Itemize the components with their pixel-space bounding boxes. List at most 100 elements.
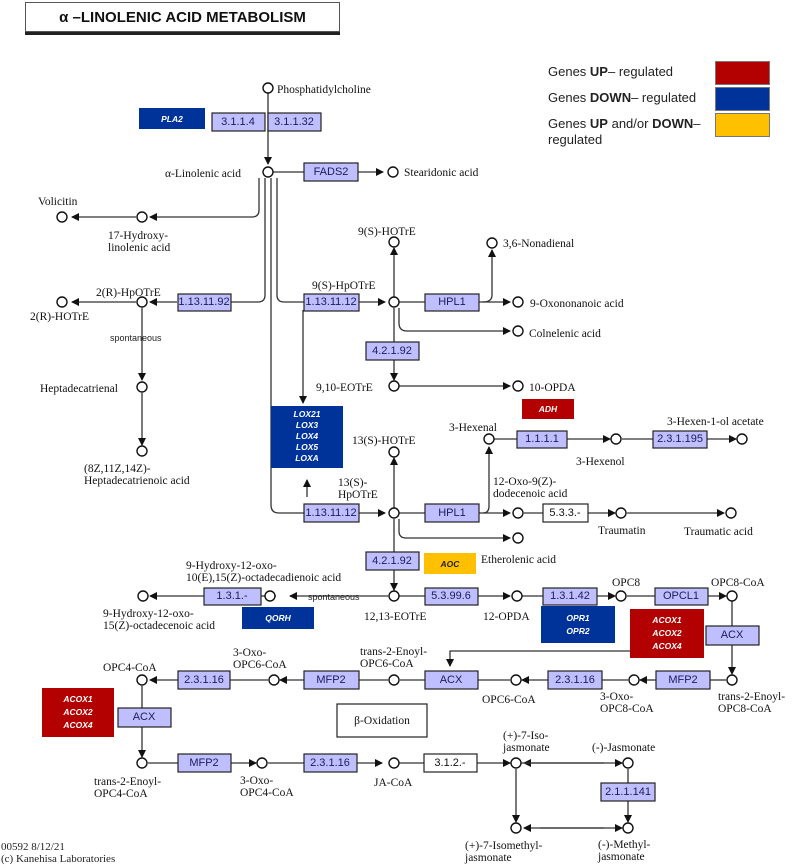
enzyme-1-13-11-12-a[interactable]: 1.13.11.12: [303, 293, 360, 312]
enzyme-5-3-99-6[interactable]: 5.3.99.6: [424, 587, 479, 606]
compound-hexenal-node[interactable]: [483, 433, 495, 445]
enzyme-mfp2-b[interactable]: MFP2: [303, 670, 360, 690]
compound-traumatic-node[interactable]: [725, 507, 737, 519]
enzyme-2-3-1-16-c[interactable]: 2.3.1.16: [303, 753, 358, 773]
enzyme-3-1-1-4[interactable]: 3.1.1.4: [211, 112, 266, 132]
compound-oxo-opc6-node[interactable]: [268, 674, 280, 686]
compound-trans2enoyl-opc8-node[interactable]: [726, 674, 738, 686]
gene-box-opr[interactable]: OPR1 OPR2: [541, 606, 615, 643]
compound-traumatin-node[interactable]: [615, 507, 627, 519]
svg-text:4.2.1.92: 4.2.1.92: [372, 345, 412, 357]
enzyme-2-1-1-141[interactable]: 2.1.1.141: [600, 782, 656, 802]
compound-opda12-node[interactable]: [511, 590, 523, 602]
footer-map-id: 00592 8/12/21: [1, 841, 65, 853]
compound-trans2enoyl-opc6-node[interactable]: [388, 674, 400, 686]
compound-oxododecenoic-node[interactable]: [512, 507, 524, 519]
compound-isomethyl-node[interactable]: [510, 822, 522, 834]
enzyme-3-1-2[interactable]: 3.1.2.-: [423, 753, 478, 773]
enzyme-1-13-11-92[interactable]: 1.13.11.92: [177, 293, 232, 312]
compound-opc8coa-node[interactable]: [726, 590, 738, 602]
compound-hydroxyoxo-ene-node[interactable]: [137, 590, 149, 602]
label-volicitin: Volicitin: [38, 196, 78, 208]
label-hydroxyoxo-diene-a: 9-Hydroxy-12-oxo-: [186, 560, 277, 572]
compound-jacoa-node[interactable]: [388, 757, 400, 769]
compound-opc8-node[interactable]: [615, 590, 627, 602]
compound-jasmonate-node[interactable]: [622, 757, 634, 769]
enzyme-2-3-1-16-a[interactable]: 2.3.1.16: [547, 670, 603, 690]
label-oxododecenoic-b: dodecenoic acid: [493, 488, 568, 500]
compound-methyljas-node[interactable]: [622, 822, 634, 834]
compound-opc4coa-node[interactable]: [136, 674, 148, 686]
compound-heptadecatrienal-node[interactable]: [136, 381, 148, 393]
compound-opda10-node[interactable]: [512, 380, 524, 392]
compound-alpha-linolenic-node[interactable]: [262, 166, 274, 178]
label-hotre13s: 13(S)-HOTrE: [352, 435, 415, 447]
compound-colnelenic-node[interactable]: [512, 325, 524, 337]
enzyme-5-3-3[interactable]: 5.3.3.-: [542, 503, 589, 523]
enzyme-hpl1-b[interactable]: HPL1: [424, 503, 480, 523]
compound-opc6coa-node[interactable]: [510, 674, 522, 686]
enzyme-acx-1[interactable]: ACX: [705, 625, 760, 646]
compound-hpotre9s-node[interactable]: [388, 296, 400, 308]
compound-oxo-opc8-node[interactable]: [628, 674, 640, 686]
svg-text:1.1.1.1: 1.1.1.1: [525, 433, 559, 445]
footer-copyright: (c) Kanehisa Laboratories: [1, 853, 115, 865]
gene-box-aoc[interactable]: AOC: [424, 553, 476, 574]
legend-both-swatch: [715, 113, 770, 137]
compound-hotre13s-node[interactable]: [388, 446, 400, 458]
compound-hotre2r-node[interactable]: [56, 296, 68, 308]
compound-phosphatidylcholine-node[interactable]: [262, 82, 274, 94]
enzyme-fads2[interactable]: FADS2: [303, 162, 359, 182]
compound-hexenol-acetate-node[interactable]: [736, 433, 748, 445]
svg-text:β-Oxidation: β-Oxidation: [354, 715, 410, 727]
gene-box-lox[interactable]: LOX21 LOX3 LOX4 LOX5 LOXA: [271, 406, 343, 468]
enzyme-hpl1-a[interactable]: HPL1: [424, 293, 480, 312]
enzyme-1-1-1-1[interactable]: 1.1.1.1: [516, 430, 568, 449]
compound-hydroxy17-node[interactable]: [136, 211, 148, 223]
compound-hexenol-node[interactable]: [610, 433, 622, 445]
label-opda10: 10-OPDA: [529, 382, 576, 394]
gene-box-adh[interactable]: ADH: [522, 399, 574, 419]
label-oxo-opc4-a: 3-Oxo-: [240, 775, 273, 787]
gene-box-acox-right[interactable]: ACOX1 ACOX2 ACOX4: [630, 609, 704, 658]
enzyme-mfp2-c[interactable]: MFP2: [177, 753, 232, 773]
compound-heptadeca-acid-node[interactable]: [136, 445, 148, 457]
compound-isojasmonate-node[interactable]: [510, 757, 522, 769]
enzyme-2-3-1-16-b[interactable]: 2.3.1.16: [177, 670, 231, 690]
compound-volicitin-node[interactable]: [56, 211, 68, 223]
compound-oxo-opc4-node[interactable]: [256, 757, 268, 769]
compound-hpotre2r-node[interactable]: [136, 296, 148, 308]
gene-box-pla2[interactable]: PLA2: [139, 108, 205, 129]
compound-hydroxyoxo-diene-node[interactable]: [264, 590, 276, 602]
svg-text:FADS2: FADS2: [314, 166, 349, 178]
enzyme-acx-3[interactable]: ACX: [117, 707, 172, 728]
enzyme-1-3-1-42[interactable]: 1.3.1.42: [542, 587, 598, 606]
beta-oxidation-box[interactable]: β-Oxidation: [336, 703, 428, 738]
compound-etherolenic-node[interactable]: [512, 532, 524, 544]
enzyme-mfp2-a[interactable]: MFP2: [655, 670, 711, 690]
enzyme-3-1-1-32[interactable]: 3.1.1.32: [267, 112, 322, 132]
enzyme-2-3-1-195[interactable]: 2.3.1.195: [652, 430, 708, 449]
svg-text:QORH: QORH: [265, 613, 291, 623]
compound-trans2enoyl-opc4-node[interactable]: [136, 757, 148, 769]
compound-eotre1213-node[interactable]: [388, 590, 400, 602]
label-hydroxyoxo-ene-a: 9-Hydroxy-12-oxo-: [103, 608, 194, 620]
compound-hpotre13s-node[interactable]: [388, 507, 400, 519]
enzyme-4-2-1-92-a[interactable]: 4.2.1.92: [365, 341, 420, 361]
enzyme-1-13-11-12-b[interactable]: 1.13.11.12: [303, 503, 360, 523]
svg-text:PLA2: PLA2: [161, 114, 183, 124]
compound-eotre910-node[interactable]: [388, 380, 400, 392]
compound-stearidonic-node[interactable]: [387, 166, 399, 178]
legend-down-label: Genes DOWN– regulated: [548, 90, 697, 105]
enzyme-acx-2[interactable]: ACX: [424, 670, 479, 690]
compound-nonadienal-node[interactable]: [486, 237, 498, 249]
compound-oxononanoic-node[interactable]: [512, 296, 524, 308]
svg-text:4.2.1.92: 4.2.1.92: [372, 555, 412, 567]
compound-hotre9s-node[interactable]: [388, 236, 400, 248]
svg-text:2.3.1.16: 2.3.1.16: [184, 674, 224, 686]
enzyme-1-3-1[interactable]: 1.3.1.-: [203, 587, 262, 606]
enzyme-opcl1[interactable]: OPCL1: [654, 587, 709, 606]
gene-box-qorh[interactable]: QORH: [242, 607, 314, 629]
enzyme-4-2-1-92-b[interactable]: 4.2.1.92: [365, 551, 420, 571]
gene-box-acox-left[interactable]: ACOX1 ACOX2 ACOX4: [42, 688, 114, 737]
